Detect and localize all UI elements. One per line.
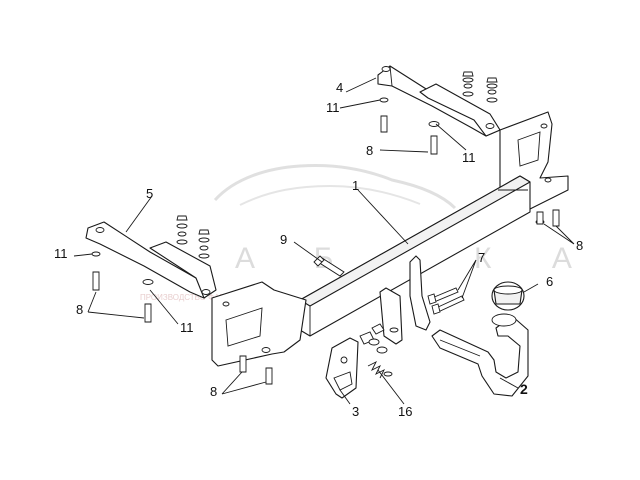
callout-11-right-left: 11 <box>326 100 340 115</box>
callout-2: 2 <box>520 381 528 397</box>
watermark-tagline: ПРОИЗВОДСТВО ФАРКОПОВ <box>140 293 253 302</box>
hardware-kit <box>359 323 399 379</box>
right-bolts <box>379 97 560 227</box>
callout-1: 1 <box>352 178 359 193</box>
left-nut-stack <box>176 215 210 259</box>
callouts: 1 2 3 4 5 6 7 8 8 8 8 9 11 11 11 11 16 <box>54 80 583 419</box>
callout-3: 3 <box>352 404 359 419</box>
callout-8-left-bottom: 8 <box>210 384 217 399</box>
callout-8-right-mid: 8 <box>576 238 583 253</box>
right-nut-stack <box>462 71 498 103</box>
leader-lines <box>73 77 575 405</box>
callout-11-right-right: 11 <box>462 150 476 165</box>
left-bracket <box>85 221 217 299</box>
callout-16: 16 <box>398 404 412 419</box>
callout-8-right-top: 8 <box>366 143 373 158</box>
callout-11-left-top: 11 <box>54 246 68 261</box>
tow-ball <box>491 281 525 311</box>
callout-5: 5 <box>146 186 153 201</box>
right-bracket <box>377 65 501 137</box>
bolts-7 <box>427 287 465 315</box>
callout-7: 7 <box>478 250 485 265</box>
callout-11-left-bottom: 11 <box>180 320 194 335</box>
long-bolt <box>313 255 345 277</box>
watermark-car-outline <box>213 164 457 210</box>
callout-9: 9 <box>280 232 287 247</box>
callout-8-left-mid: 8 <box>76 302 83 317</box>
main-crossbar <box>299 175 531 337</box>
ball-neck <box>431 313 529 397</box>
callout-4: 4 <box>336 80 343 95</box>
left-bolts <box>91 251 273 385</box>
socket-plate <box>325 337 359 399</box>
callout-6: 6 <box>546 274 553 289</box>
left-side-plate <box>211 281 307 367</box>
